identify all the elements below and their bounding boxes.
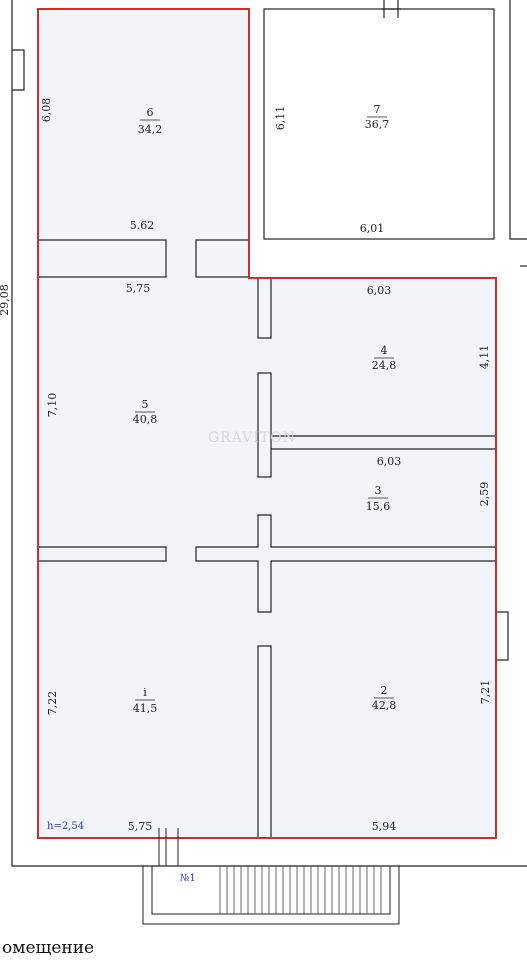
room-label-6: 6 34,2 (138, 106, 163, 136)
svg-text:34,2: 34,2 (138, 123, 163, 136)
premise-caption: омещение (2, 938, 95, 958)
entrance-stairs (219, 866, 382, 914)
dim-room1-width: 5,75 (128, 820, 153, 833)
room-label-4: 4 24,8 (372, 344, 397, 372)
dim-room2-height: 7,21 (479, 680, 492, 705)
dim-room2-width: 5,94 (372, 820, 397, 833)
room-label-3: 3 15,6 (366, 484, 391, 513)
svg-text:41,5: 41,5 (133, 702, 158, 715)
entrance-label: №1 (180, 873, 196, 884)
dim-room5-width: 5,75 (126, 282, 151, 295)
dim-room3-height: 2,59 (478, 482, 491, 507)
svg-text:4: 4 (381, 344, 388, 357)
dim-room4-height: 4,11 (478, 345, 491, 370)
svg-text:36,7: 36,7 (365, 118, 390, 131)
ceiling-height-note: h=2,54 (47, 821, 84, 832)
dim-room7-height: 6,11 (274, 106, 287, 131)
svg-text:15,6: 15,6 (366, 500, 391, 513)
dim-room7-width: 6,01 (360, 222, 385, 235)
room-label-2: 2 42,8 (372, 684, 397, 712)
dim-room1-height: 7,22 (46, 691, 59, 716)
dim-room4-width: 6,03 (367, 284, 392, 297)
svg-text:6: 6 (147, 106, 154, 119)
room-label-5: 5 40,8 (133, 398, 158, 426)
room-7-walls (263, 0, 527, 267)
dim-room5-height: 7,10 (46, 393, 59, 418)
premise-floor (38, 9, 496, 838)
svg-text:42,8: 42,8 (372, 699, 397, 712)
premise-outline (37, 8, 497, 839)
svg-text:3: 3 (375, 484, 382, 497)
svg-text:7: 7 (374, 103, 381, 116)
entrance-porch (142, 828, 400, 925)
svg-text:40,8: 40,8 (133, 413, 158, 426)
svg-text:i: i (143, 686, 147, 699)
dim-room3-width: 6,03 (377, 455, 402, 468)
dim-room6-height: 6,08 (40, 98, 53, 123)
watermark: GRAVITON (208, 430, 296, 446)
dim-room6-width: 5.62 (130, 219, 155, 232)
svg-text:24,8: 24,8 (372, 359, 397, 372)
room-label-1: i 41,5 (133, 686, 158, 715)
svg-text:5: 5 (142, 398, 149, 411)
room-label-7: 7 36,7 (365, 103, 390, 131)
svg-text:2: 2 (381, 684, 388, 697)
dim-building-height: 29,08 (0, 284, 11, 316)
